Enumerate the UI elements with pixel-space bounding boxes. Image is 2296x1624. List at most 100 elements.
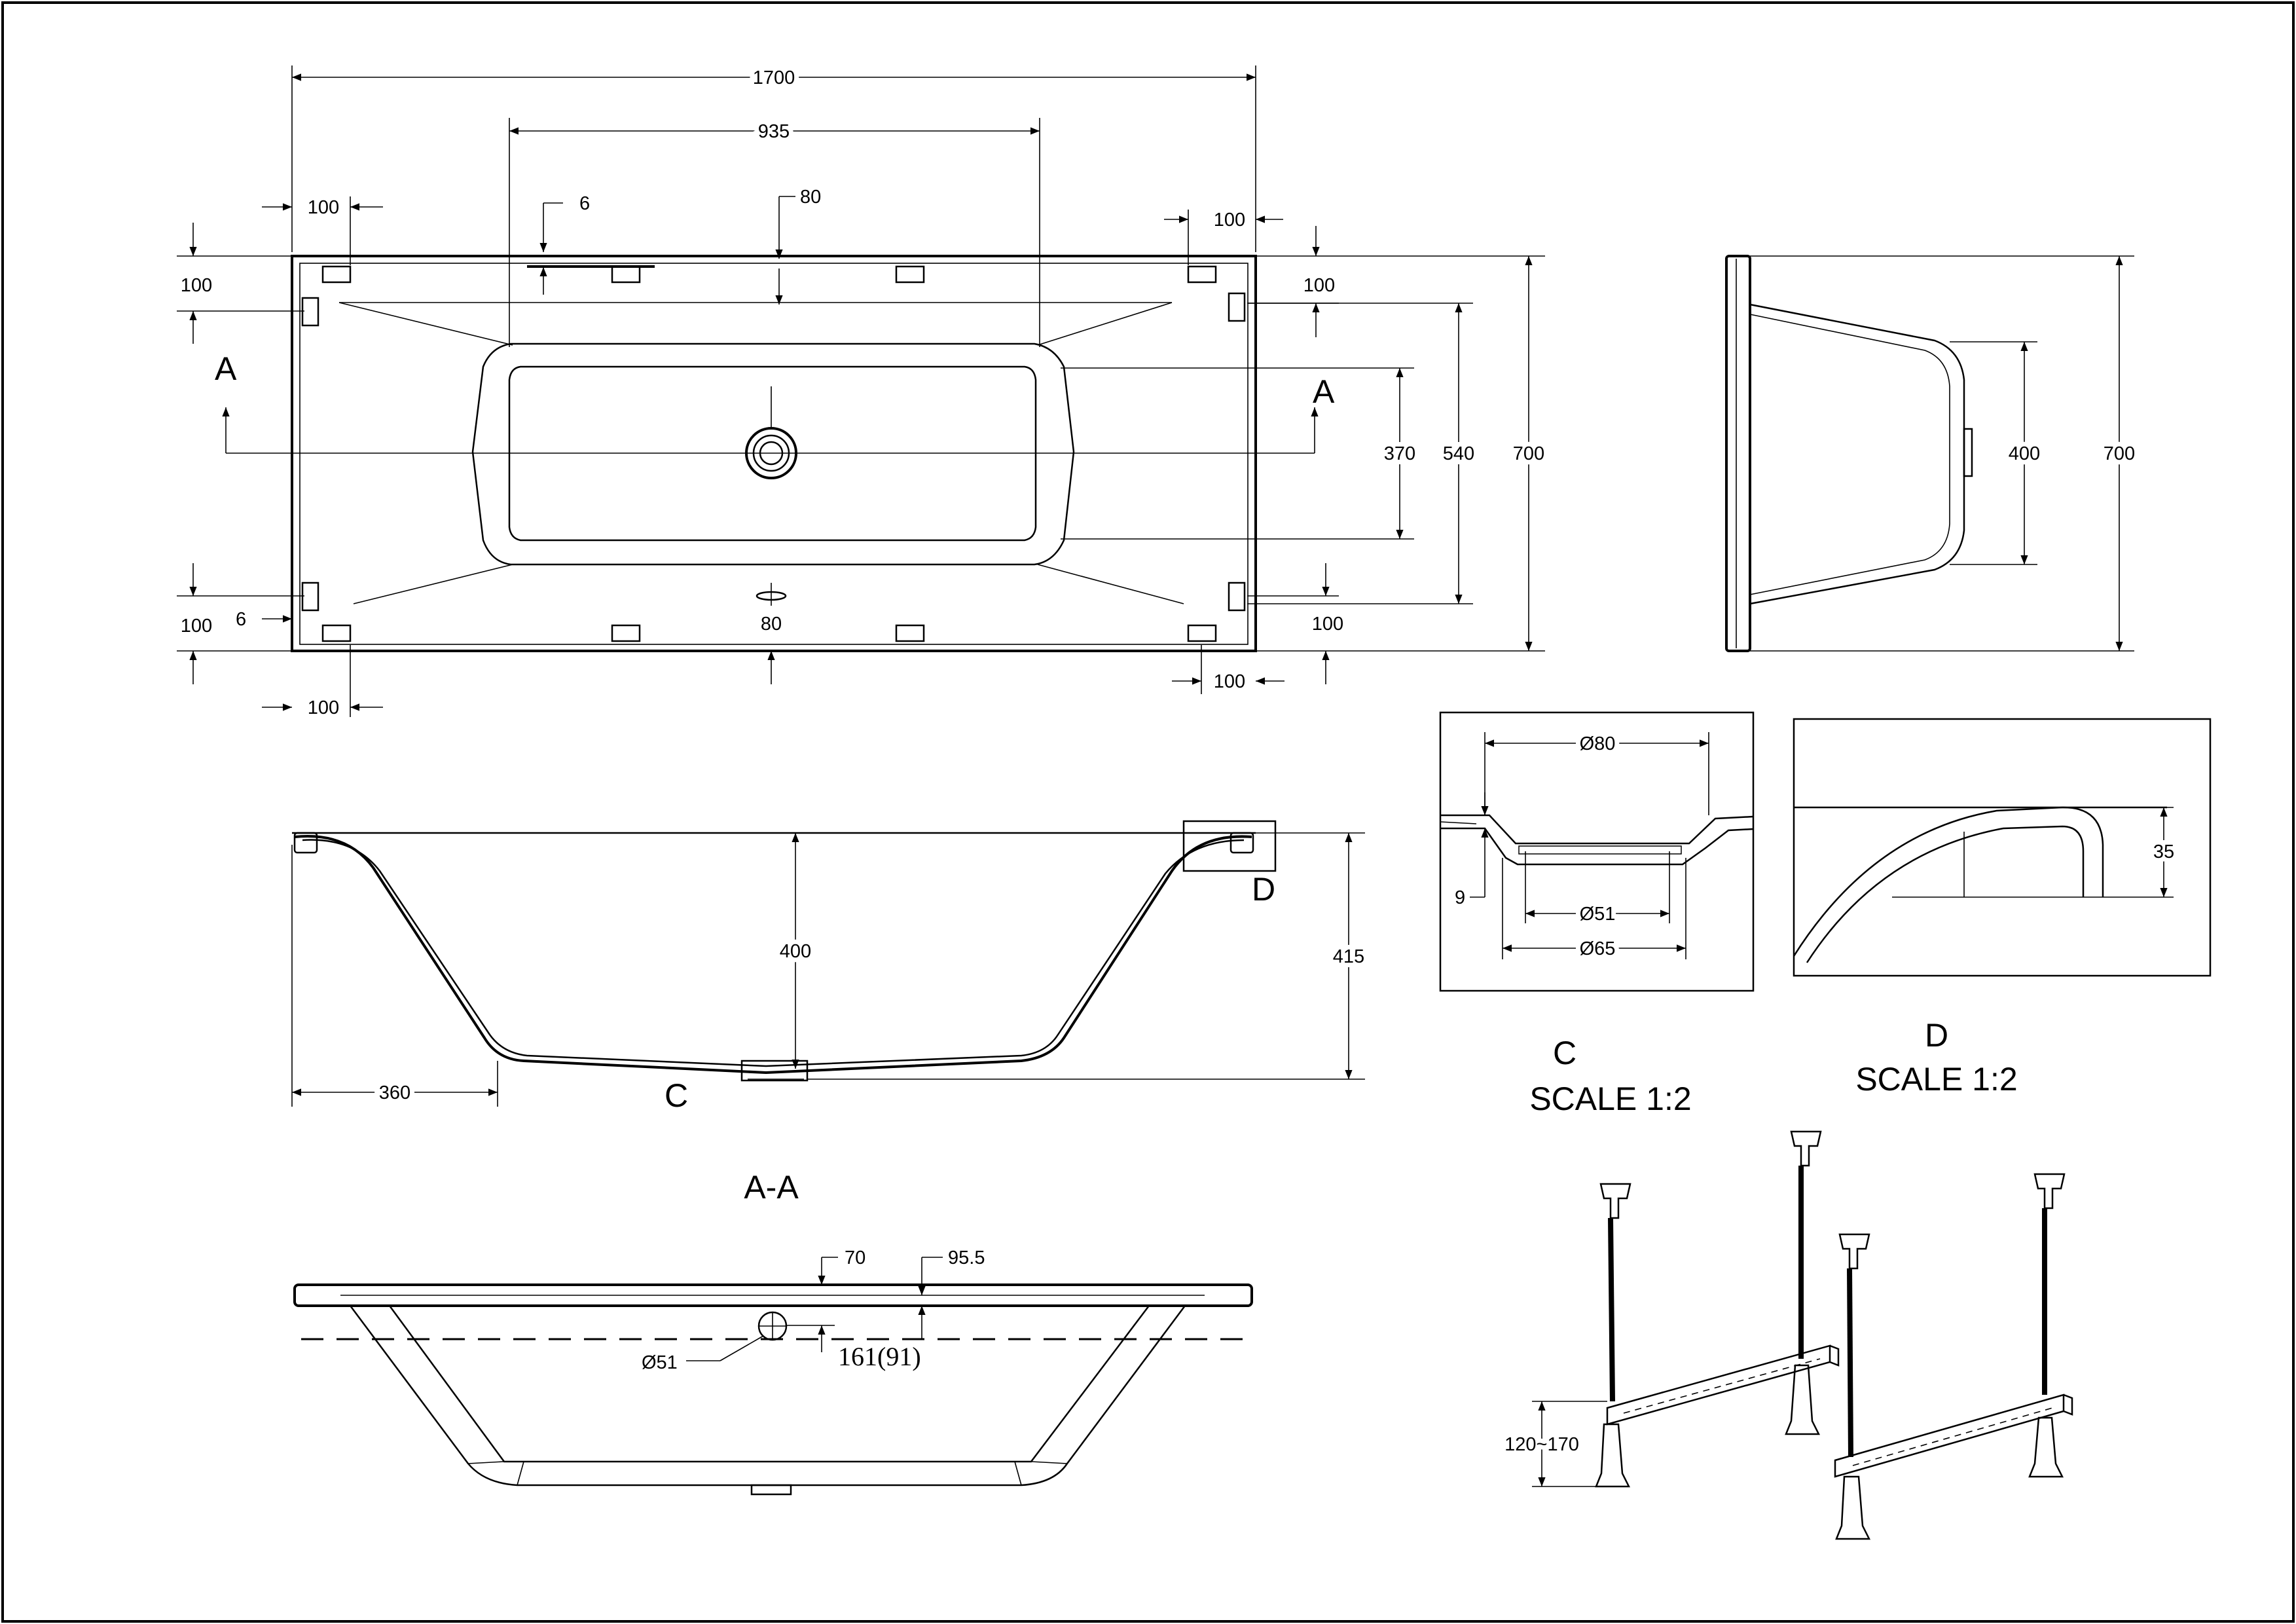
foot-pad bbox=[611, 265, 641, 284]
dim-basin-width-inner: 370 bbox=[1384, 443, 1415, 464]
detail-d-title: D bbox=[1925, 1017, 1948, 1054]
side-body bbox=[1749, 303, 1965, 605]
dim-d-h35: 35 bbox=[2153, 841, 2174, 862]
wing-line bbox=[1037, 564, 1184, 604]
rim-profile-left bbox=[293, 832, 318, 854]
foot-pad bbox=[1228, 292, 1246, 322]
leg-foot bbox=[1835, 1475, 1871, 1540]
rim-profile-right bbox=[1230, 832, 1254, 854]
dim-section-depth-total: 415 bbox=[1333, 946, 1364, 967]
dim-overall-length: 1700 bbox=[753, 67, 795, 88]
section-mark-left: A bbox=[215, 350, 237, 387]
detail-d-marker: D bbox=[1252, 871, 1275, 908]
dim-bottom-offset: 360 bbox=[379, 1082, 410, 1103]
dim-foot-inset-left: 100 bbox=[308, 197, 339, 218]
dim-rim-bottom: 80 bbox=[761, 614, 782, 635]
front-body-inner bbox=[388, 1305, 1150, 1463]
foot-pad bbox=[1187, 265, 1217, 284]
dim-rim-top: 80 bbox=[800, 187, 821, 208]
detail-c-frame bbox=[1439, 711, 1755, 992]
section-aa-title: A-A bbox=[744, 1169, 799, 1206]
detail-d-scale: SCALE 1:2 bbox=[1855, 1061, 2017, 1098]
support-leg bbox=[1838, 1233, 1870, 1458]
wing-line bbox=[353, 564, 513, 604]
detail-c-hatch bbox=[1518, 845, 1682, 855]
dim-foot-inset-left-lower: 100 bbox=[308, 697, 339, 718]
detail-d-box bbox=[1182, 820, 1277, 872]
drain-fitting bbox=[740, 1060, 809, 1082]
support-leg bbox=[1790, 1130, 1822, 1359]
foot-pad bbox=[1187, 624, 1217, 642]
detail-c: Ø80 Ø51 Ø65 9 C SCALE 1:2 bbox=[1439, 711, 1755, 1117]
section-aa: D C 400 415 360 A-A bbox=[291, 820, 1369, 1206]
dim-leg-height: 120~170 bbox=[1504, 1434, 1579, 1455]
dim-front-rim70: 70 bbox=[845, 1247, 866, 1268]
detail-c-title: C bbox=[1553, 1035, 1576, 1071]
section-mark-right: A bbox=[1313, 373, 1335, 410]
leg-foot bbox=[1595, 1423, 1631, 1488]
dim-section-depth-inner: 400 bbox=[780, 941, 811, 962]
dim-overall-width: 700 bbox=[1513, 443, 1544, 464]
dim-side-top-left: 100 bbox=[181, 275, 212, 296]
detail-d: 35 D SCALE 1:2 bbox=[1793, 718, 2212, 1098]
leg-foot bbox=[1785, 1364, 1821, 1435]
dim-side-bottom-left: 100 bbox=[181, 616, 212, 637]
wing-line bbox=[1037, 302, 1173, 346]
top-view: A A 1700 935 100 6 80 100 bbox=[177, 63, 1549, 718]
detail-d-profile-outer bbox=[1793, 806, 2104, 957]
dim-c-t9: 9 bbox=[1455, 887, 1465, 908]
crossbar-rear bbox=[1834, 1393, 2073, 1478]
foot-pad bbox=[611, 624, 641, 642]
dim-side-top-right: 100 bbox=[1303, 275, 1335, 296]
dim-side-inner-height: 400 bbox=[2009, 443, 2040, 464]
overflow-circle bbox=[757, 1311, 788, 1341]
dim-front-overflow: 161(91) bbox=[838, 1342, 921, 1371]
support-leg bbox=[2033, 1173, 2066, 1395]
side-rim bbox=[1725, 255, 1751, 652]
foot-pad bbox=[895, 265, 925, 284]
dim-front-drain: Ø51 bbox=[642, 1352, 678, 1373]
side-body-inner bbox=[1749, 314, 1950, 595]
front-drain bbox=[750, 1484, 792, 1496]
basin-outer bbox=[471, 342, 1075, 566]
dim-foot-inset-right: 100 bbox=[1214, 210, 1245, 231]
basin-inner bbox=[508, 365, 1037, 542]
detail-d-frame bbox=[1793, 718, 2212, 977]
detail-c-marker: C bbox=[665, 1077, 688, 1114]
foot-pad bbox=[895, 624, 925, 642]
dim-c-d65: Ø65 bbox=[1580, 938, 1616, 959]
dim-foot-inset-right-lower: 100 bbox=[1214, 671, 1245, 692]
front-rim bbox=[293, 1283, 1253, 1307]
dim-inner-length: 935 bbox=[758, 121, 790, 142]
section-outer-shell bbox=[294, 835, 1252, 1075]
front-view: 70 95.5 161(91) Ø51 bbox=[293, 1247, 1254, 1496]
foot-pad bbox=[301, 297, 319, 327]
support-leg bbox=[1599, 1183, 1631, 1402]
detail-c-profile bbox=[1440, 814, 1754, 845]
dim-basin-width-outer: 540 bbox=[1443, 443, 1474, 464]
leg-supports: 120~170 bbox=[1500, 1130, 2073, 1540]
wing-line bbox=[338, 302, 513, 346]
dim-c-d80: Ø80 bbox=[1580, 733, 1616, 754]
dim-rim-small-lower: 6 bbox=[236, 609, 246, 630]
foot-pad bbox=[301, 581, 319, 612]
crossbar-front bbox=[1606, 1344, 1840, 1426]
side-drain-nub bbox=[1963, 428, 1973, 477]
foot-pad bbox=[1228, 581, 1246, 612]
foot-pads bbox=[301, 265, 1246, 642]
side-view: 400 700 bbox=[1725, 255, 2140, 652]
dim-side-overall-width: 700 bbox=[2104, 443, 2135, 464]
detail-c-scale: SCALE 1:2 bbox=[1529, 1080, 1691, 1117]
dim-c-d51: Ø51 bbox=[1580, 904, 1616, 925]
dim-front-rim95: 95.5 bbox=[948, 1247, 985, 1268]
dim-rim-small: 6 bbox=[579, 193, 590, 214]
foot-pad bbox=[321, 265, 352, 284]
detail-d-profile-inner bbox=[1806, 825, 2085, 963]
front-body-outer bbox=[349, 1305, 1186, 1486]
foot-pad bbox=[321, 624, 352, 642]
tub-rim-inner bbox=[299, 263, 1248, 645]
section-inner-shell bbox=[302, 839, 1245, 1067]
dim-side-bottom-right: 100 bbox=[1312, 614, 1343, 635]
